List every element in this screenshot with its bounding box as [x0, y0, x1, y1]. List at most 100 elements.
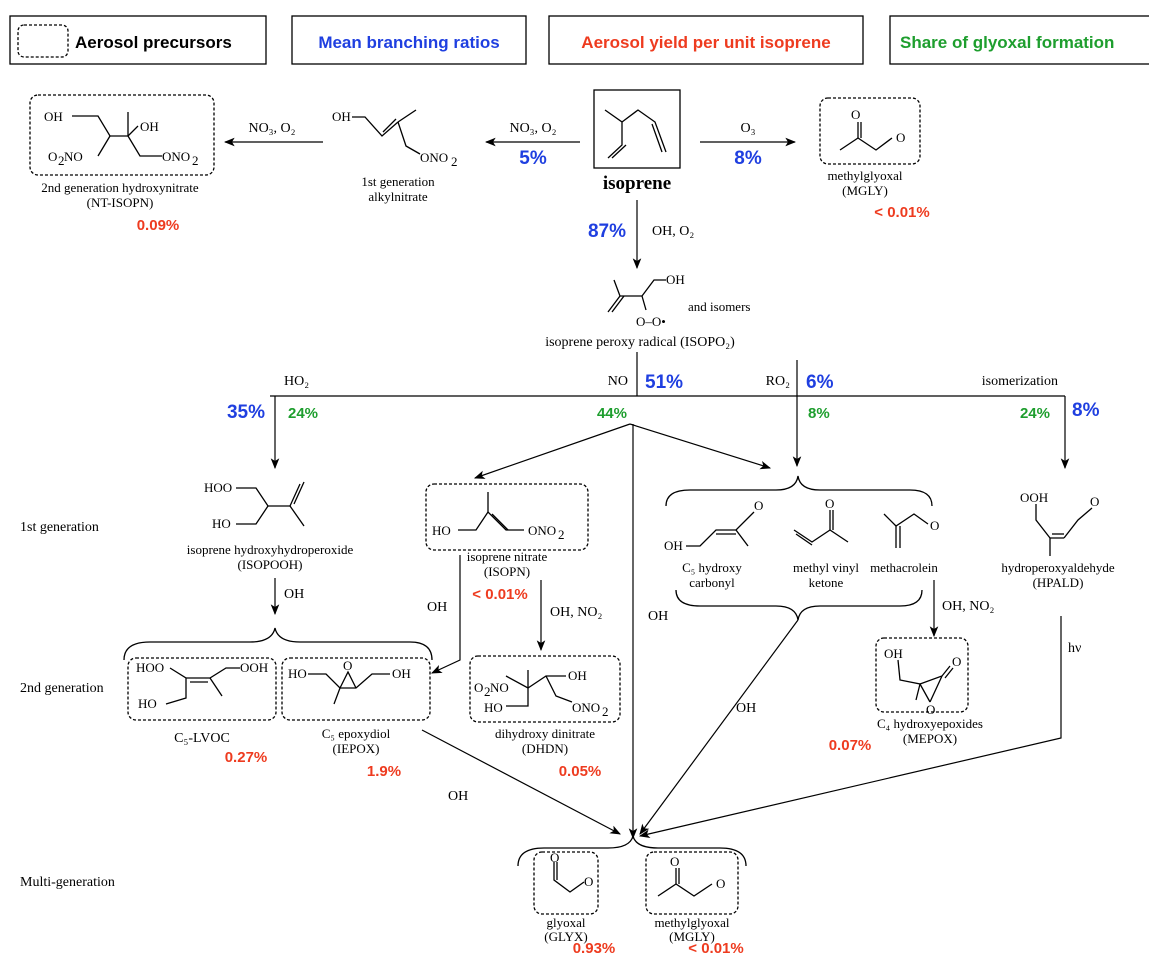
brace-multigen: [517, 835, 747, 867]
glyx-structure-icon: [553, 862, 585, 893]
glyx-o2: O: [584, 874, 593, 889]
iepox-oh: OH: [392, 666, 411, 681]
legend: Aerosol precursors Mean branching ratios…: [9, 15, 1149, 65]
c5-carbonyl-label-1: C₅ hydroxy: [682, 560, 742, 575]
iepox-label-1: C₅ epoxydiol: [322, 726, 391, 741]
alkylnitrate-ono2-sub: 2: [451, 154, 458, 169]
legend-yield: Aerosol yield per unit isoprene: [581, 33, 830, 52]
reagent-oh-center: OH: [648, 609, 668, 624]
c5-lvoc-label: C₅-LVOC: [174, 731, 230, 746]
c5-lvoc-ho: HO: [138, 696, 157, 711]
legend-precursors: Aerosol precursors: [75, 33, 232, 52]
mgly-bottom-label-1: methylglyoxal: [654, 915, 729, 930]
reagent-hv: hν: [1068, 641, 1081, 656]
yield-c5-lvoc: 0.27%: [225, 749, 268, 766]
dashed-box-icon: [17, 24, 69, 58]
reagent-oh-o2: OH, O₂: [652, 224, 694, 239]
mgly-bottom-label-2: (MGLY): [669, 929, 715, 944]
hpald-structure-icon: [1035, 504, 1093, 556]
isopn-label-1: isoprene nitrate: [467, 549, 548, 564]
yield-iepox: 1.9%: [367, 763, 401, 780]
mgly-top-o2: O: [896, 130, 905, 145]
reagent-oh-iepox: OH: [448, 789, 468, 804]
nt-oh-2: OH: [140, 119, 159, 134]
nt-oh-1: OH: [44, 109, 63, 124]
hpald-o: O: [1090, 494, 1099, 509]
nt-ono2: ONO: [162, 149, 190, 164]
mgly-top-o1: O: [851, 107, 860, 122]
legend-glyoxal-share: Share of glyoxal formation: [900, 33, 1114, 52]
c5-lvoc-ooh: OOH: [240, 660, 268, 675]
reagent-oh-no2-isopn: OH, NO₂: [550, 605, 602, 620]
legend-box-branching: [291, 15, 527, 65]
reagent-oh-isopooh: OH: [284, 587, 304, 602]
yield-mgly-top: < 0.01%: [874, 204, 929, 221]
legend-box-glyoxal: [889, 15, 1149, 65]
reagent-isomerization: isomerization: [982, 374, 1058, 389]
isopn-structure-icon: [458, 492, 524, 531]
isopo2-oo: O–O•: [636, 314, 666, 329]
mepox-o2: O: [926, 702, 935, 717]
nt-o2no-b: NO: [64, 149, 83, 164]
methacrolein-label: methacrolein: [870, 560, 938, 575]
iepox-ho: HO: [288, 666, 307, 681]
mepox-oh: OH: [884, 646, 903, 661]
isopooh-structure-icon: [236, 481, 305, 527]
hpald-ooh: OOH: [1020, 490, 1048, 505]
alkylnitrate-structure-icon: [352, 109, 421, 155]
hpald-label-2: (HPALD): [1033, 575, 1084, 590]
share-isomerization: 24%: [1020, 405, 1050, 422]
branch-oh: 87%: [588, 221, 626, 242]
share-no: 44%: [597, 405, 627, 422]
generation-first: 1st generation: [20, 520, 99, 535]
legend-box-precursors: [9, 15, 267, 65]
isopo2-and-isomers: and isomers: [688, 299, 750, 314]
mvk-structure-icon: [793, 510, 849, 546]
mgly-top-label-2: (MGLY): [842, 183, 888, 198]
brace-carbonyls-bottom: [675, 589, 923, 621]
c5-carbonyl-oh: OH: [664, 538, 683, 553]
reagent-oh-isopn: OH: [427, 600, 447, 615]
yield-glyx: 0.93%: [573, 940, 616, 957]
mvk-label-2: ketone: [809, 575, 844, 590]
dhdn-ono2-sub: 2: [602, 704, 609, 719]
reagent-no: NO: [608, 374, 628, 389]
alkylnitrate-ono2-text: ONO: [420, 150, 448, 165]
yield-mepox: 0.07%: [829, 737, 872, 754]
isoprene-box: [593, 89, 681, 169]
mgly-bottom-o1: O: [670, 854, 679, 869]
iepox-label-2: (IEPOX): [333, 741, 380, 756]
reagent-ho2: HO₂: [284, 374, 309, 389]
nt-isopn-label-2: (NT-ISOPN): [87, 195, 154, 210]
alkylnitrate-oh-text: OH: [332, 109, 351, 124]
arrow-isopn-to-iepox: [431, 555, 461, 674]
dhdn-o2no-sub: 2: [484, 684, 491, 699]
mepox-label-1: C₄ hydroxyepoxides: [877, 716, 983, 731]
yield-isopn: < 0.01%: [472, 586, 527, 603]
isoprene-label: isoprene: [603, 173, 671, 194]
share-ro2: 8%: [808, 405, 830, 422]
alkylnitrate-label-1: 1st generation: [361, 174, 435, 189]
yield-mgly-bottom: < 0.01%: [688, 940, 743, 957]
c5-carbonyl-structure-icon: [686, 511, 755, 547]
legend-box-yield: [548, 15, 864, 65]
nt-o2no-sub: 2: [58, 153, 65, 168]
mvk-label-1: methyl vinyl: [793, 560, 859, 575]
mgly-top-structure-icon: [839, 122, 893, 151]
mepox-o1: O: [952, 654, 961, 669]
isopo2-structure-icon: [607, 279, 666, 313]
branch-o3: 8%: [734, 148, 762, 169]
glyx-label-1: glyoxal: [547, 915, 586, 930]
isopooh-label-2: (ISOPOOH): [238, 557, 303, 572]
mgly-bottom-structure-icon: [657, 868, 713, 897]
yield-dhdn: 0.05%: [559, 763, 602, 780]
dhdn-structure-icon: [505, 670, 573, 707]
generation-second: 2nd generation: [20, 681, 104, 696]
glyx-box: [533, 851, 599, 915]
isopn-label-2: (ISOPN): [484, 564, 530, 579]
nt-isopn-label-1: 2nd generation hydroxynitrate: [41, 180, 199, 195]
nt-isopn-structure-icon: [72, 112, 162, 157]
legend-branching: Mean branching ratios: [318, 33, 499, 52]
arrow-iepox-to-multigen: [421, 729, 621, 835]
